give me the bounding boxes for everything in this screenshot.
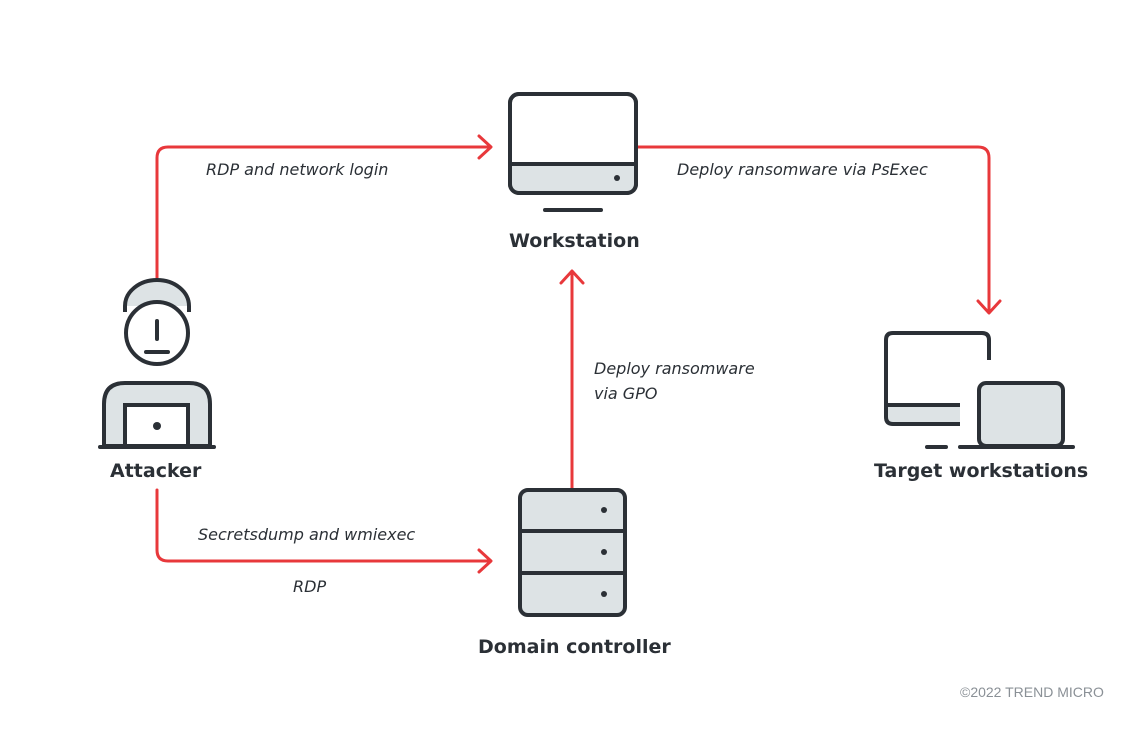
hacker-laptop-icon <box>98 278 216 449</box>
edge-attacker-to-dc <box>155 488 493 574</box>
edge-label-gpo: Deploy ransomware via GPO <box>594 356 755 406</box>
edge-label-psexec: Deploy ransomware via PsExec <box>677 160 928 179</box>
domain-controller-label: Domain controller <box>478 636 671 658</box>
copyright-text: ©2022 TREND MICRO <box>960 684 1104 700</box>
edge-label-rdp: RDP <box>293 577 327 596</box>
edge-label-secretsdump: Secretsdump and wmiexec <box>198 525 416 544</box>
edge-attacker-to-workstation <box>155 134 493 280</box>
desktop-laptop-icon <box>884 331 1075 449</box>
attacker-label: Attacker <box>110 460 202 482</box>
edge-dc-to-workstation <box>559 269 585 490</box>
edge-label-gpo-line2: via GPO <box>594 384 658 403</box>
monitor-icon <box>508 92 638 212</box>
edge-label-gpo-line1: Deploy ransomware <box>594 359 755 378</box>
server-icon <box>518 488 627 617</box>
edge-label-rdp-login: RDP and network login <box>206 160 389 179</box>
target-workstations-label: Target workstations <box>874 460 1089 482</box>
edge-workstation-to-targets <box>636 145 1002 315</box>
workstation-label: Workstation <box>509 230 640 252</box>
